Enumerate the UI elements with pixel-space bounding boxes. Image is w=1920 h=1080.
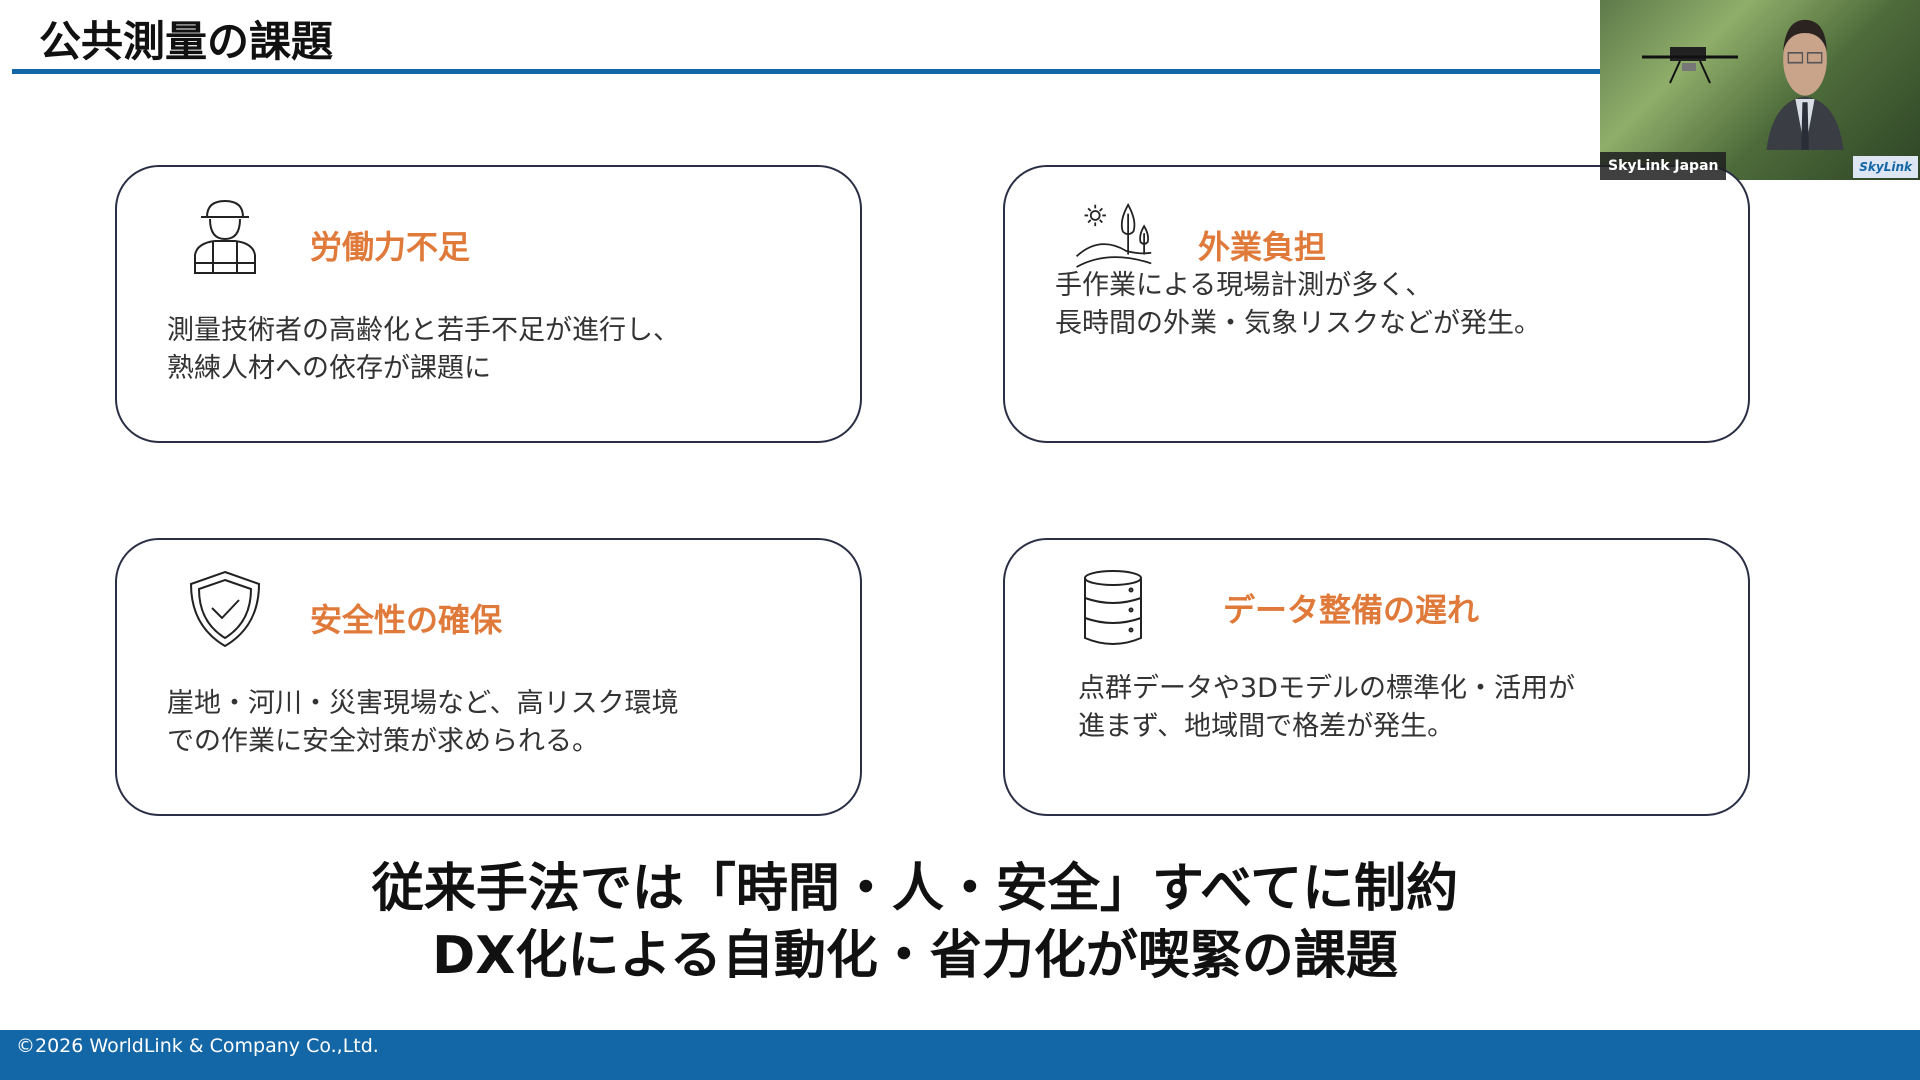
card-field-work-burden: 外業負担 手作業による現場計測が多く、 長時間の外業・気象リスクなどが発生。 [1003, 165, 1750, 443]
card-title: 安全性の確保 [310, 601, 503, 639]
card-labor-shortage: 労働力不足 測量技術者の高齢化と若手不足が進行し、 熟練人材への依存が課題に [115, 165, 862, 443]
card-body: 測量技術者の高齢化と若手不足が進行し、 熟練人材への依存が課題に [167, 315, 680, 384]
card-data-delay: データ整備の遅れ 点群データや3Dモデルの標準化・活用が 進まず、地域間で格差が… [1003, 538, 1750, 816]
card-body: 点群データや3Dモデルの標準化・活用が 進まず、地域間で格差が発生。 [1078, 673, 1575, 742]
speaker-image [1766, 19, 1844, 150]
shield-check-icon [189, 570, 261, 648]
title-underline [12, 69, 1600, 74]
worker-icon [194, 199, 256, 274]
closing-line-1: 従来手法では「時間・人・安全」すべてに制約 [371, 859, 1459, 919]
card-title: 労働力不足 [310, 228, 471, 266]
database-icon [1084, 570, 1142, 645]
drone-image [1642, 47, 1738, 84]
card-body: 崖地・河川・災害現場など、高リスク環境 での作業に安全対策が求められる。 [167, 688, 679, 757]
skylink-logo: SkyLink [1853, 156, 1918, 178]
landscape-sun-tree-icon [1075, 202, 1152, 268]
card-safety: 安全性の確保 崖地・河川・災害現場など、高リスク環境 での作業に安全対策が求めら… [115, 538, 862, 816]
card-title: データ整備の遅れ [1223, 591, 1480, 629]
copyright-text: ©2026 WorldLink & Company Co.,Ltd. [16, 1035, 379, 1057]
video-feed[interactable]: SkyLink Japan SkyLink [1600, 0, 1920, 180]
card-title: 外業負担 [1198, 228, 1327, 266]
closing-line-2: DX化による自動化・省力化が喫緊の課題 [432, 926, 1398, 986]
footer-bar: ©2026 WorldLink & Company Co.,Ltd. [0, 1030, 1920, 1080]
card-body: 手作業による現場計測が多く、 長時間の外業・気象リスクなどが発生。 [1055, 270, 1541, 339]
page-title: 公共測量の課題 [39, 17, 334, 66]
participant-name-label: SkyLink Japan [1600, 152, 1727, 180]
